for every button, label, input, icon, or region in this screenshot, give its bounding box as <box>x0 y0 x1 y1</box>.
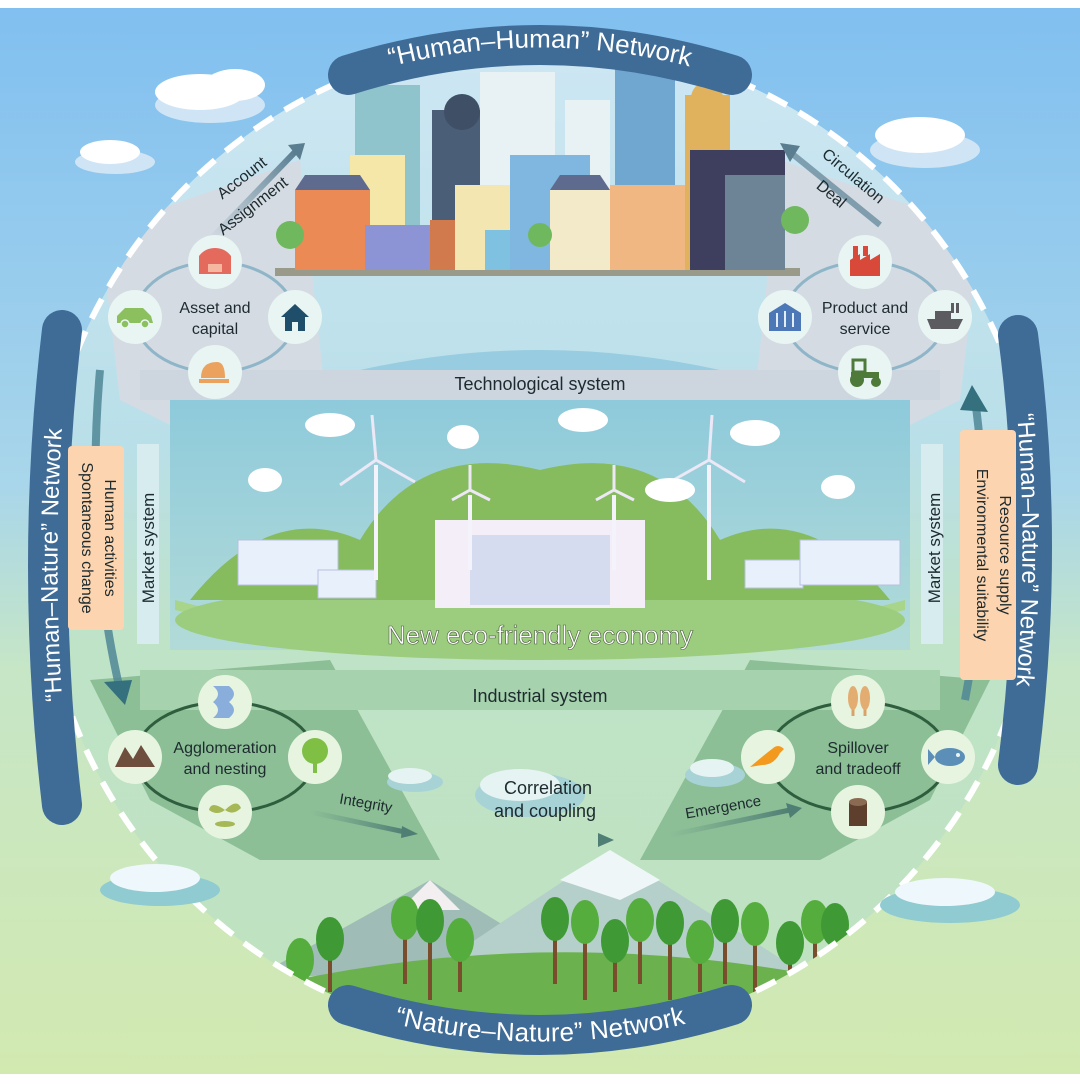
arrow-icon <box>288 143 305 160</box>
market-bar-left <box>137 444 159 644</box>
tree-icon <box>416 899 444 1000</box>
tree-icon <box>286 938 314 1000</box>
tree-icon <box>571 900 599 1000</box>
tree-icon <box>446 918 474 992</box>
river-icon <box>198 675 252 729</box>
network-band-left: “Human–Nature” Network <box>28 310 82 825</box>
eco-scene <box>175 408 905 660</box>
cloud-icon <box>75 140 155 174</box>
house-icon <box>268 290 322 344</box>
arrow-icon <box>786 803 802 818</box>
sprout-icon <box>198 785 252 839</box>
cluster-product-service: Product and service <box>758 235 972 399</box>
factory-icon <box>838 235 892 289</box>
technological-system-label: Technological system <box>454 374 625 394</box>
flow-label-environmental-suitability: Environmental suitability <box>973 469 990 642</box>
greenhouse-icon <box>758 290 812 344</box>
tree-icon <box>626 898 654 984</box>
cloud-icon <box>100 864 220 906</box>
cluster-asset-capital: Asset and capital <box>108 235 322 399</box>
tree-icon <box>741 902 769 1000</box>
svg-text:“Human–Nature” Network: “Human–Nature” Network <box>36 426 68 702</box>
flow-label-coupling: and coupling <box>494 801 596 821</box>
flow-left: Human activities Spontaneous change <box>68 369 132 705</box>
cluster-label-line2: service <box>840 321 891 338</box>
tree-icon <box>656 901 684 1000</box>
arrow-icon <box>598 833 614 847</box>
cluster-label-line1: Agglomeration <box>173 740 276 757</box>
forest <box>286 896 849 1000</box>
tree-icon <box>776 921 804 992</box>
market-system-label-left: Market system <box>139 493 158 604</box>
cluster-label-line1: Asset and <box>179 300 250 317</box>
fish-icon <box>921 730 975 784</box>
cloud-icon <box>387 768 443 792</box>
industrial-system-label: Industrial system <box>472 686 607 706</box>
cloud-icon <box>685 759 745 787</box>
cloud-icon <box>475 769 585 817</box>
dining-icon <box>188 345 242 399</box>
arrow-icon <box>401 826 418 838</box>
network-band-right: “Human–Nature” Network <box>998 315 1052 785</box>
tree-icon <box>391 896 419 984</box>
flow-label-spontaneous-change: Spontaneous change <box>78 462 95 613</box>
tree-icon <box>316 917 344 992</box>
tractor-icon <box>838 345 892 399</box>
bird-icon <box>741 730 795 784</box>
cloud-icon <box>155 69 265 123</box>
market-bar-right <box>921 444 943 644</box>
flow-label-human-activities: Human activities <box>101 479 118 596</box>
tree-icon <box>541 897 569 984</box>
flow-label-correlation: Correlation <box>504 778 592 798</box>
flow-label-box-left <box>68 446 124 630</box>
cluster-label-line2: and nesting <box>184 761 267 778</box>
cluster-label-line1: Spillover <box>827 740 889 757</box>
arrow-down-icon <box>104 680 132 705</box>
tree-icon <box>288 730 342 784</box>
cloud-icon <box>870 117 980 168</box>
mountain-icon <box>108 730 162 784</box>
flow-label-resource-supply: Resource supply <box>996 495 1013 614</box>
tree-icon <box>686 920 714 992</box>
main-title: New eco-friendly economy <box>387 620 693 650</box>
cluster-label-line2: capital <box>192 321 238 338</box>
tree-icon <box>601 919 629 992</box>
car-icon <box>108 290 162 344</box>
sweater-icon <box>188 235 242 289</box>
tree-icon <box>711 899 739 984</box>
cluster-label-line2: and tradeoff <box>815 761 901 778</box>
market-system-label-right: Market system <box>925 493 944 604</box>
log-icon <box>831 785 885 839</box>
flow-correlation: Correlation and coupling <box>478 778 614 847</box>
arrow-icon <box>780 143 800 162</box>
wheat-icon <box>831 675 885 729</box>
arrow-up-icon <box>960 385 988 412</box>
network-label-left: “Human–Nature” Network <box>36 426 68 702</box>
cluster-agglomeration-nesting: Agglomeration and nesting <box>108 675 342 839</box>
flow-label-box-right <box>960 430 1016 680</box>
ship-icon <box>918 290 972 344</box>
cluster-spillover-tradeoff: Spillover and tradeoff <box>741 675 975 839</box>
cluster-label-line1: Product and <box>822 300 908 317</box>
cloud-icon <box>880 878 1020 923</box>
flow-right: Resource supply Environmental suitabilit… <box>960 385 1016 701</box>
city-skyline <box>275 68 809 276</box>
